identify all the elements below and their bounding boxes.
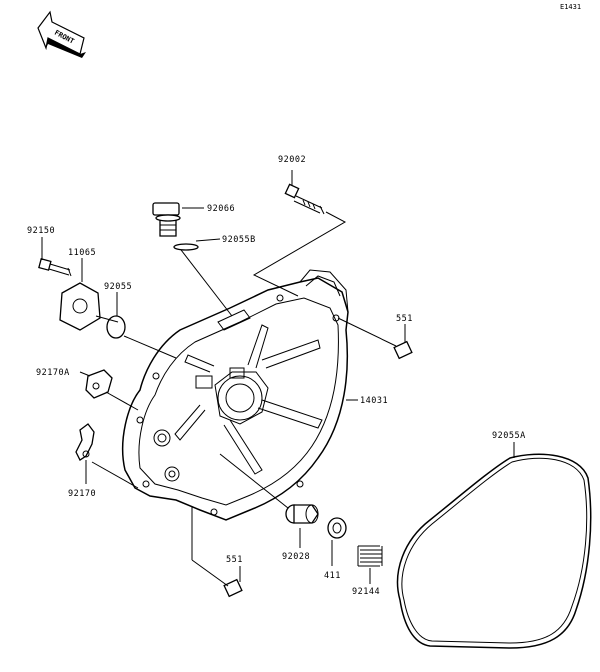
label-551-top: 551	[396, 314, 413, 324]
clamp-92170-icon	[75, 423, 95, 461]
label-92055a: 92055A	[492, 431, 526, 441]
clamp-92170a-icon	[85, 369, 113, 399]
oring-92055a-icon	[396, 453, 592, 649]
label-11065: 11065	[68, 248, 96, 258]
label-92066: 92066	[207, 204, 235, 214]
dowel-551-top-icon	[393, 340, 413, 360]
label-92002: 92002	[278, 155, 306, 165]
bolt-92150-icon	[38, 258, 72, 277]
label-92144: 92144	[352, 587, 380, 597]
label-92150: 92150	[27, 226, 55, 236]
gasket-11065-icon	[59, 282, 101, 331]
label-92028: 92028	[282, 552, 310, 562]
oring-92055b-icon	[173, 243, 199, 251]
bolt-92002-icon	[284, 183, 325, 215]
label-551-bottom: 551	[226, 555, 243, 565]
label-92170: 92170	[68, 489, 96, 499]
diagram-code: E1431	[560, 3, 581, 11]
plug-92066-icon	[152, 202, 181, 237]
label-92055b: 92055B	[222, 235, 256, 245]
bushing-92028-icon	[285, 504, 319, 524]
label-92055: 92055	[104, 282, 132, 292]
washer-411-icon	[327, 517, 347, 539]
dowel-551-bottom-icon	[223, 578, 243, 598]
spring-92144-icon	[357, 545, 383, 567]
oring-92055-icon	[106, 315, 126, 339]
label-411: 411	[324, 571, 341, 581]
label-14031: 14031	[360, 396, 388, 406]
front-arrow-icon: FRONT	[37, 10, 86, 58]
label-92170a: 92170A	[36, 368, 70, 378]
cover-14031	[121, 269, 349, 521]
